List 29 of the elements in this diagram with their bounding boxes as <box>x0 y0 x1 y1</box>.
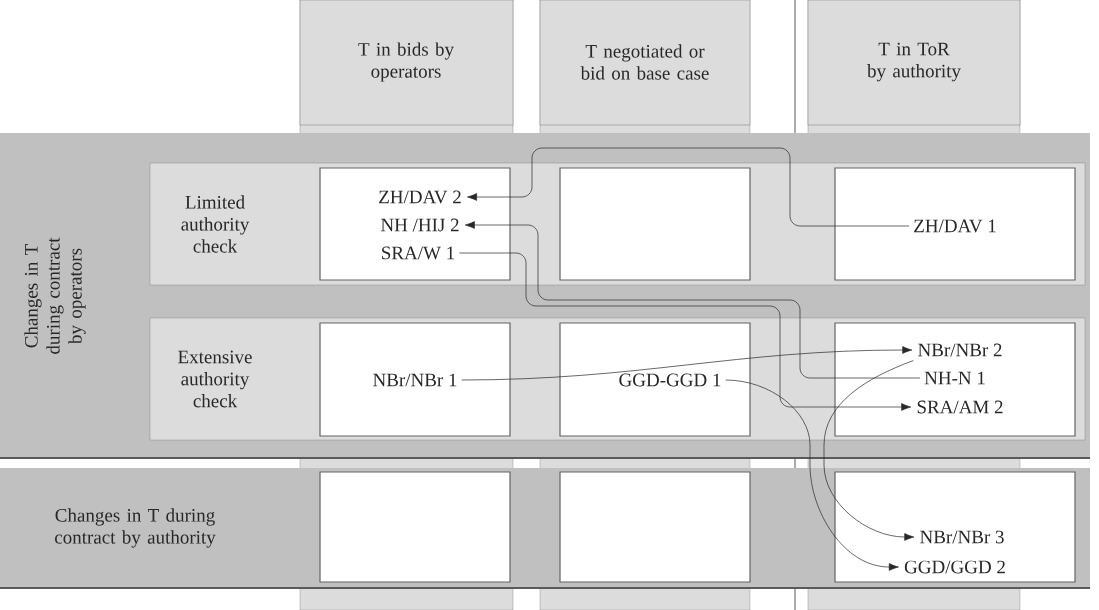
route-label: GGD-GGD 1 <box>619 373 721 387</box>
header-cell: T in ToR by authority <box>807 0 1021 126</box>
route-label: ZH/DAV 2 <box>379 190 461 204</box>
arrow <box>725 379 899 571</box>
route-label: NBr/NBr 2 <box>918 343 1002 357</box>
route-label: NBr/NBr 1 <box>373 373 457 387</box>
route-label: GGD/GGD 2 <box>904 560 1005 574</box>
table-cell <box>319 167 511 281</box>
table-cell <box>834 167 1076 281</box>
table-cell <box>319 322 511 437</box>
header-cell: T in bids by operators <box>299 0 514 126</box>
table-cell <box>559 167 751 281</box>
header-cell: T negotiated or bid on base case <box>539 0 751 126</box>
arrow <box>467 147 910 227</box>
arrow <box>464 221 921 379</box>
route-label: NBr/NBr 3 <box>920 530 1004 544</box>
route-label: SRA/W 1 <box>382 246 455 260</box>
table-cell <box>834 471 1076 583</box>
route-label: ZH/DAV 1 <box>914 219 996 233</box>
arrow <box>459 252 912 411</box>
table-cell <box>559 322 751 437</box>
route-label: NH /HIJ 2 <box>380 218 459 232</box>
table-cell <box>319 471 511 583</box>
route-label: NH-N 1 <box>924 371 985 385</box>
arrow <box>823 360 915 541</box>
route-label: SRA/AM 2 <box>917 400 1003 414</box>
table-cell <box>559 471 751 583</box>
table-cell <box>834 322 1076 437</box>
arrow <box>461 346 913 381</box>
